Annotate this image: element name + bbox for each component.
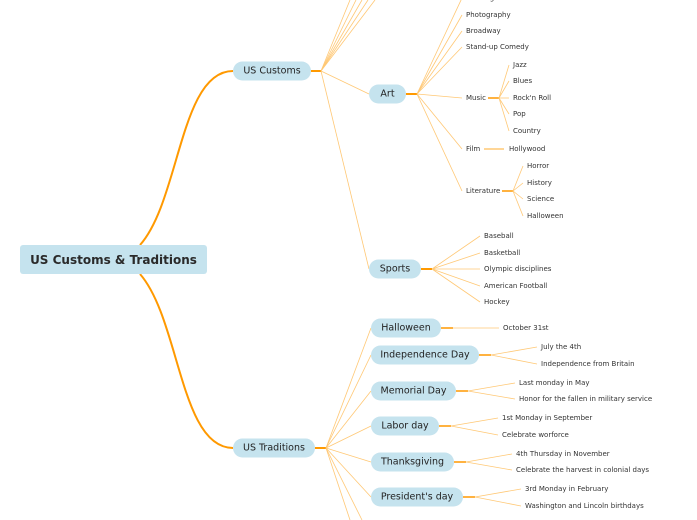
leaf-tradition-3-1[interactable]: Celebrate worforce <box>502 431 569 439</box>
connector <box>320 0 357 72</box>
connector <box>325 447 363 520</box>
leaf-hollywood[interactable]: Hollywood <box>509 145 546 153</box>
leaf-art-0[interactable]: Painting <box>466 0 494 2</box>
leaf-art-1[interactable]: Photography <box>466 11 511 19</box>
connector <box>416 93 463 99</box>
leaf-art-3[interactable]: Stand-up Comedy <box>466 43 529 51</box>
connector <box>465 453 513 463</box>
connector <box>467 382 516 392</box>
node-tradition-4[interactable]: Thanksgiving <box>371 452 454 472</box>
leaf-music-3[interactable]: Pop <box>513 110 526 118</box>
connector <box>512 190 524 200</box>
connector <box>325 447 351 520</box>
node-literature[interactable]: Literature <box>466 187 501 195</box>
leaf-sports-1[interactable]: Basketball <box>484 249 521 257</box>
leaf-music-4[interactable]: Country <box>513 127 541 135</box>
connector <box>431 268 481 303</box>
connector <box>431 252 481 270</box>
leaf-tradition-5-0[interactable]: 3rd Monday in February <box>525 485 609 493</box>
leaf-literature-1[interactable]: History <box>527 179 552 187</box>
connector <box>512 165 524 192</box>
leaf-literature-2[interactable]: Science <box>527 195 555 203</box>
connector <box>320 70 370 95</box>
connector <box>416 93 463 192</box>
leaf-literature-3[interactable]: Halloween <box>527 212 564 220</box>
connector <box>498 64 510 99</box>
node-tradition-2[interactable]: Memorial Day <box>371 381 456 401</box>
connector <box>490 346 538 356</box>
connector <box>498 80 510 99</box>
connector <box>320 70 370 270</box>
node-tradition-0[interactable]: Halloween <box>371 318 441 338</box>
leaf-music-0[interactable]: Jazz <box>513 61 527 69</box>
connector <box>490 354 538 365</box>
connector <box>512 190 524 217</box>
leaf-music-1[interactable]: Blues <box>513 77 533 85</box>
node-tradition-3[interactable]: Labor day <box>371 416 439 436</box>
branch-us-customs <box>139 70 234 246</box>
leaf-sports-2[interactable]: Olympic disciplines <box>484 265 552 273</box>
leaf-tradition-5-1[interactable]: Washington and Lincoln birthdays <box>525 502 644 510</box>
leaf-tradition-1-0[interactable]: July the 4th <box>541 343 582 351</box>
connector <box>450 417 499 427</box>
connector <box>416 14 463 95</box>
connector <box>325 390 372 449</box>
connector <box>416 0 462 95</box>
leaf-art-2[interactable]: Broadway <box>466 27 501 35</box>
connector <box>431 235 481 270</box>
leaf-tradition-1-1[interactable]: Independence from Britain <box>541 360 635 368</box>
connector <box>320 0 376 72</box>
leaf-tradition-0-0[interactable]: October 31st <box>503 324 549 332</box>
node-sports[interactable]: Sports <box>369 259 421 279</box>
connector <box>450 425 499 436</box>
node-tradition-1[interactable]: Independence Day <box>371 345 479 365</box>
connector <box>325 327 372 449</box>
connector <box>512 182 524 192</box>
connector <box>474 488 522 498</box>
leaf-tradition-2-1[interactable]: Honor for the fallen in military service <box>519 395 653 403</box>
leaf-music-2[interactable]: Rock'n Roll <box>513 94 552 102</box>
connector <box>416 30 463 95</box>
leaf-literature-0[interactable]: Horror <box>527 162 550 170</box>
connector <box>325 354 372 449</box>
node-music[interactable]: Music <box>466 94 486 102</box>
node-us-customs[interactable]: US Customs <box>233 61 311 81</box>
connector <box>325 425 372 449</box>
connector <box>416 46 463 95</box>
connector <box>320 0 369 72</box>
node-art[interactable]: Art <box>369 84 406 104</box>
connector <box>498 97 510 115</box>
connector <box>325 447 372 463</box>
connector <box>325 447 372 498</box>
node-us-traditions[interactable]: US Traditions <box>233 438 315 458</box>
connector <box>467 390 516 400</box>
connector <box>320 0 351 72</box>
connector <box>474 496 522 507</box>
leaf-tradition-4-1[interactable]: Celebrate the harvest in colonial days <box>516 466 650 474</box>
node-tradition-5[interactable]: President's day <box>371 487 463 507</box>
leaf-sports-0[interactable]: Baseball <box>484 232 514 240</box>
connector <box>320 0 363 72</box>
leaf-tradition-2-0[interactable]: Last monday in May <box>519 379 590 387</box>
node-film[interactable]: Film <box>466 145 481 153</box>
branch-us-traditions <box>139 273 234 449</box>
connector <box>416 93 463 150</box>
connector <box>465 461 513 471</box>
leaf-sports-4[interactable]: Hockey <box>484 298 510 306</box>
leaf-tradition-3-0[interactable]: 1st Monday in September <box>502 414 593 422</box>
leaf-tradition-4-0[interactable]: 4th Thursday in November <box>516 450 610 458</box>
leaf-sports-3[interactable]: American Football <box>484 282 548 290</box>
connector <box>498 97 510 132</box>
root-node[interactable]: US Customs & Traditions <box>20 245 207 274</box>
connector <box>431 268 481 287</box>
